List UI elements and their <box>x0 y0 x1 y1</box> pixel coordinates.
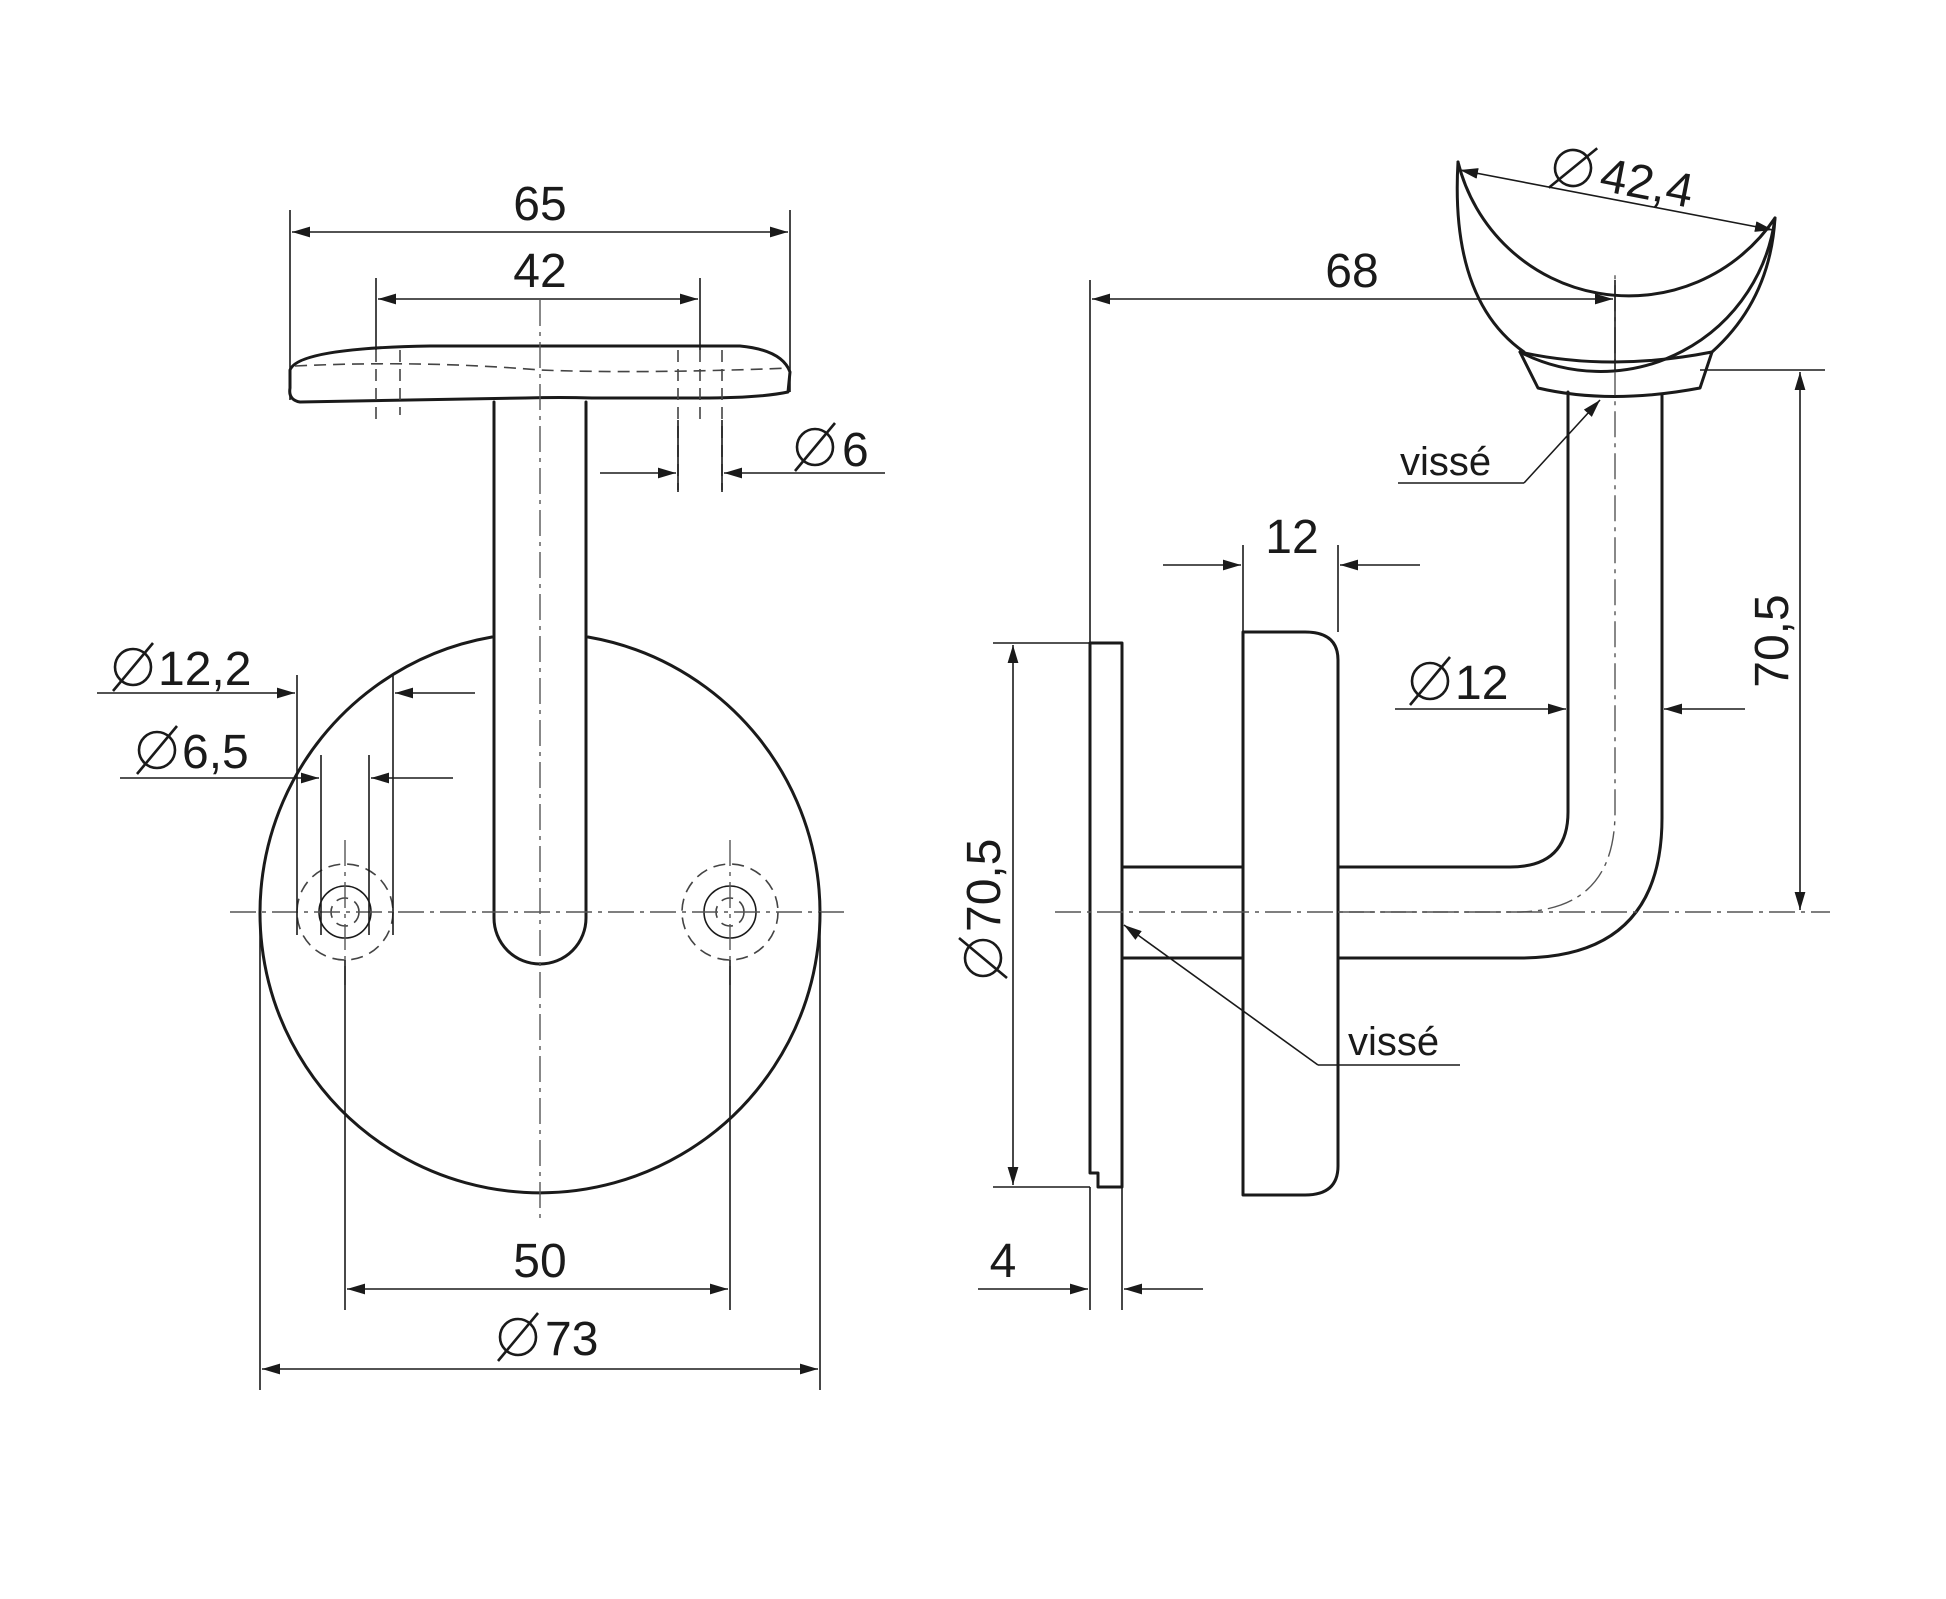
dim-plate-thickness: 4 <box>978 1187 1203 1310</box>
dim-rod-diameter-label: 12 <box>1455 657 1508 710</box>
dim-top-width: 65 <box>289 178 791 400</box>
handrail-arc <box>1455 160 1777 354</box>
dim-wall-plate-diameter-label: 70,5 <box>958 839 1011 932</box>
dim-outer-counterbore-label: 12,2 <box>158 643 251 696</box>
dim-saddle-diameter: 42,4 <box>1459 147 1774 232</box>
center-line-bent <box>1338 270 1616 913</box>
note-screwed-top-label: vissé <box>1400 440 1491 484</box>
diameter-icon <box>1547 147 1599 189</box>
diameter-icon <box>497 1312 539 1362</box>
dim-rod-diameter: 12 <box>1395 656 1745 715</box>
dim-inner-width-label: 42 <box>513 245 566 298</box>
side-view: 42,4 68 vissé 12 <box>958 147 1830 1310</box>
saddle-hidden-line <box>294 362 791 373</box>
rosette-pad <box>1241 630 1340 1197</box>
dim-wall-plate-diameter: 70,5 <box>958 642 1090 1188</box>
dim-inner-counterbore-label: 6,5 <box>182 726 249 779</box>
dim-screw-hole: 6 <box>600 420 885 492</box>
dim-projection: 68 <box>1089 245 1616 643</box>
dim-plate-diameter: 73 <box>259 912 821 1390</box>
saddle-collar <box>1518 350 1714 398</box>
diameter-icon <box>1409 656 1451 706</box>
wall-plate <box>1088 641 1124 1189</box>
dim-inner-counterbore: 6,5 <box>120 725 453 935</box>
dim-inner-width: 42 <box>375 245 701 350</box>
dim-screw-hole-label: 6 <box>842 424 869 477</box>
dim-height: 70,5 <box>1700 369 1825 910</box>
dim-top-width-label: 65 <box>513 178 566 231</box>
dim-plate-diameter-label: 73 <box>545 1313 598 1366</box>
note-screwed-top: vissé <box>1398 399 1601 484</box>
dim-pad-thickness-label: 12 <box>1265 511 1318 564</box>
dim-hole-spacing-label: 50 <box>513 1235 566 1288</box>
dim-pad-thickness: 12 <box>1163 511 1420 632</box>
saddle-plate <box>288 344 792 404</box>
dim-height-label: 70,5 <box>1746 594 1799 687</box>
diameter-icon <box>136 725 178 775</box>
front-view: 65 42 6 12,2 <box>97 178 885 1390</box>
dim-plate-thickness-label: 4 <box>990 1235 1017 1288</box>
note-screwed-bottom-label: vissé <box>1348 1020 1439 1064</box>
dim-projection-label: 68 <box>1325 245 1378 298</box>
note-screwed-bottom: vissé <box>1123 924 1460 1066</box>
diameter-icon <box>958 937 1008 979</box>
dim-outer-counterbore: 12,2 <box>97 642 475 935</box>
dim-saddle-diameter-label: 42,4 <box>1596 149 1698 219</box>
bent-rod-inner <box>1336 390 1570 869</box>
diameter-icon <box>794 422 836 472</box>
bent-rod-outer <box>1336 393 1664 960</box>
diameter-icon <box>112 642 154 692</box>
dim-hole-spacing: 50 <box>344 960 731 1310</box>
